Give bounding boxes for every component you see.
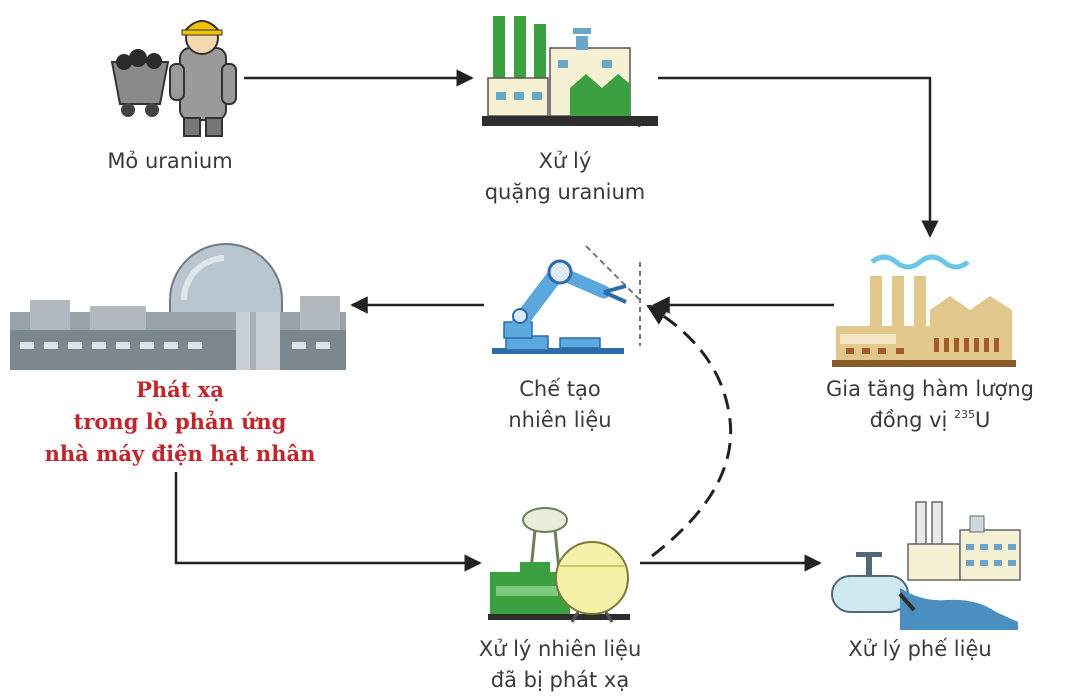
- label-mining: Mỏ uranium: [107, 149, 233, 173]
- isotope-symbol: U: [975, 408, 991, 432]
- label-waste: Xử lý phế liệu: [848, 637, 992, 661]
- label-ore-processing: Xử lý quặng uranium: [484, 149, 646, 204]
- nuclear-power-plant-icon: [10, 243, 346, 370]
- flow-arrow-ore-processing-to-enrichment: [658, 76, 939, 238]
- ore-processing-factory-icon: [482, 16, 658, 128]
- isotope-mass-number: 235: [954, 408, 976, 421]
- enrichment-plant-icon: [832, 254, 1016, 367]
- flow-arrow-reactor-to-reprocessing: [174, 472, 482, 572]
- label-enrichment: Gia tăng hàm lượng đồng vị 235U: [790, 374, 1070, 436]
- reprocessing-plant-icon: [488, 507, 630, 623]
- flow-arrow-recycle-dashed: [646, 304, 733, 558]
- waste-treatment-icon: [831, 501, 1021, 630]
- label-fuel-fabrication: Chế tạo nhiên liệu: [508, 377, 612, 432]
- miner-cart-icon: [110, 20, 237, 137]
- label-reactor: Phát xạ trong lò phản ứng nhà máy điện h…: [44, 377, 316, 466]
- label-reprocessing: Xử lý nhiên liệu đã bị phát xạ: [478, 637, 642, 692]
- robot-arm-icon: [492, 245, 641, 354]
- label-enrichment-isotope-line: đồng vị 235U: [869, 408, 991, 432]
